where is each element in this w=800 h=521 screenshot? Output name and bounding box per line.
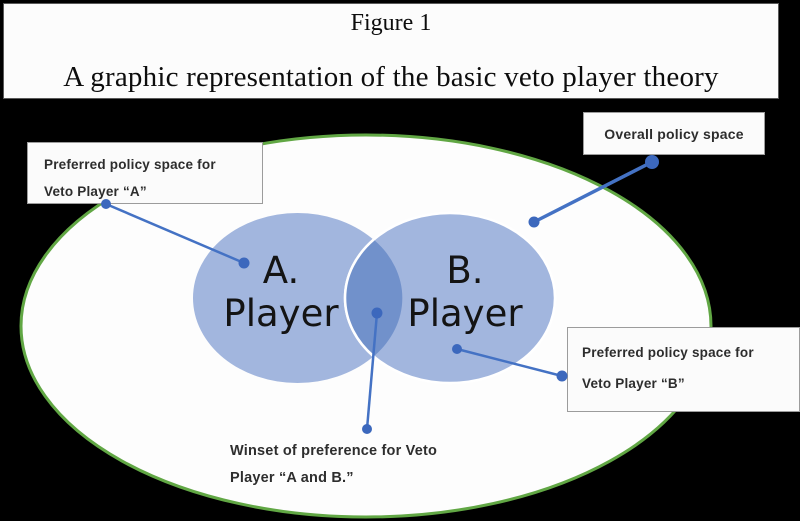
winset-label-line2: Player “A and B.” <box>230 470 354 486</box>
callout-b-line2: Veto Player “B” <box>582 376 685 391</box>
callout-preferred-space-b: Preferred policy space for Veto Player “… <box>567 327 800 412</box>
callout-a-line1: Preferred policy space for <box>44 157 216 172</box>
circle-a-label: A. Player <box>171 249 391 335</box>
figure-title-box: Figure 1 A graphic representation of the… <box>3 3 779 99</box>
callout-a-line2: Veto Player “A” <box>44 184 147 199</box>
winset-label: Winset of preference for Veto Player “A … <box>230 438 490 492</box>
circle-b-label: B. Player <box>355 249 575 335</box>
winset-label-line1: Winset of preference for Veto <box>230 443 438 459</box>
circle-b-label-line1: B. <box>446 249 484 292</box>
overall-policy-space-label: Overall policy space <box>604 125 744 142</box>
callout-preferred-space-a: Preferred policy space for Veto Player “… <box>27 142 263 204</box>
winset-intersection-lens <box>345 239 403 357</box>
circle-player-a <box>193 213 402 383</box>
callout-overall-policy-space: Overall policy space <box>583 112 765 155</box>
figure-subtitle: A graphic representation of the basic ve… <box>63 61 719 93</box>
lens-white-outline-arc <box>343 238 375 358</box>
callout-b-line1: Preferred policy space for <box>582 345 754 360</box>
figure-caption: Figure 1 <box>350 10 432 36</box>
circle-a-label-line2: Player <box>223 292 339 335</box>
circle-b-label-line2: Player <box>407 292 523 335</box>
circle-a-label-line1: A. <box>262 249 300 292</box>
